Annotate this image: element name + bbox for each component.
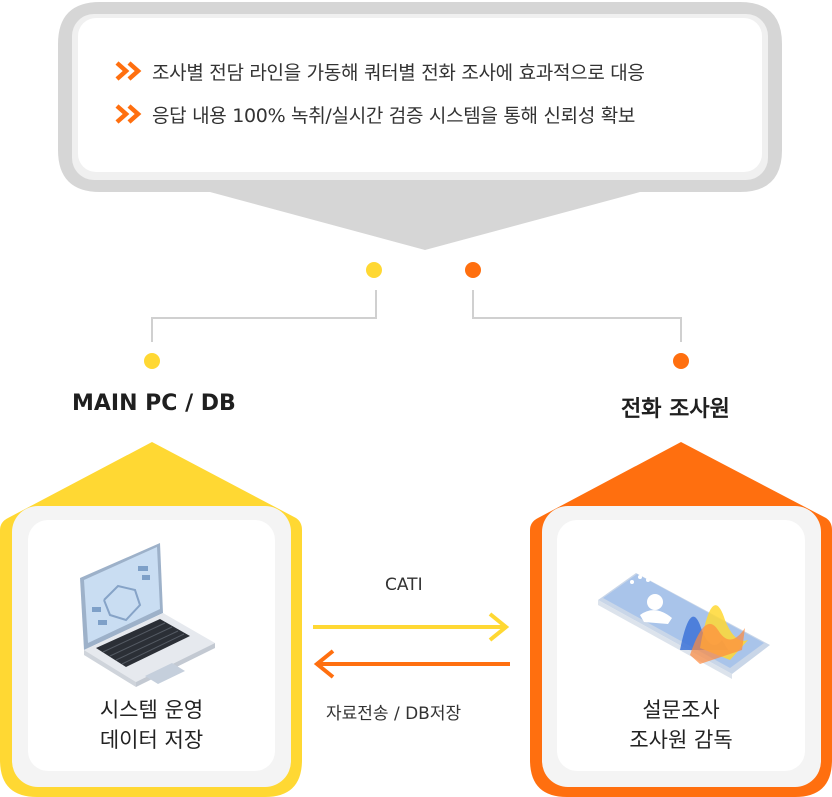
- bullet-text: 조사별 전담 라인을 가동해 쿼터별 전화 조사에 효과적으로 대응: [152, 61, 645, 84]
- bullet-item: 응답 내용 100% 녹취/실시간 검증 시스템을 통해 신뢰성 확보: [114, 101, 635, 127]
- cati-label: CATI: [385, 575, 423, 595]
- connector-left: [144, 262, 382, 369]
- left-card-line1: 시스템 운영: [99, 698, 204, 722]
- db-transfer-label: 자료전송 / DB저장: [326, 704, 462, 724]
- right-node-title: 전화 조사원: [621, 397, 730, 422]
- phone-icon: [598, 573, 770, 679]
- double-chevron-icon: [115, 61, 142, 81]
- left-card-line2: 데이터 저장: [99, 728, 204, 752]
- laptop-icon: [80, 543, 215, 687]
- right-card-text: 설문조사 조사원 감독: [557, 695, 805, 755]
- arrow-left-db: [313, 649, 510, 679]
- arrow-right-cati: [313, 612, 510, 642]
- left-node-title: MAIN PC / DB: [72, 391, 236, 416]
- right-card-line1: 설문조사: [642, 698, 720, 722]
- bullet-item: 조사별 전담 라인을 가동해 쿼터별 전화 조사에 효과적으로 대응: [114, 58, 645, 84]
- connector-right: [465, 262, 689, 369]
- callout-bubble: [58, 2, 782, 250]
- bullet-text: 응답 내용 100% 녹취/실시간 검증 시스템을 통해 신뢰성 확보: [152, 104, 636, 127]
- double-chevron-icon: [115, 104, 142, 124]
- right-card-line2: 조사원 감독: [629, 728, 733, 752]
- left-card-text: 시스템 운영 데이터 저장: [28, 695, 275, 755]
